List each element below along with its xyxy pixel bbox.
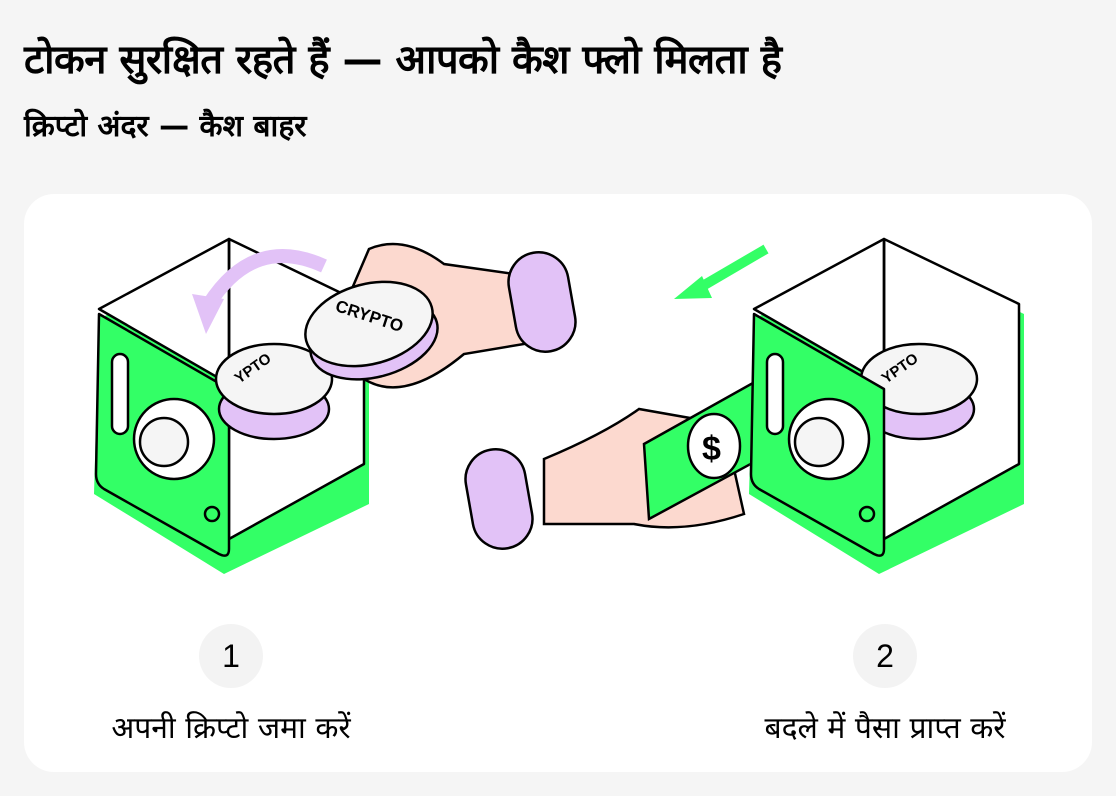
crypto-to-cash-illustration: YPTO CRYPTO $ xyxy=(94,237,1024,574)
step-number-badge: 2 xyxy=(853,624,917,688)
step-1: 1 अपनी क्रिप्टो जमा करें xyxy=(51,624,411,747)
illustration-card: YPTO CRYPTO $ xyxy=(24,194,1092,772)
step-number-badge: 1 xyxy=(199,624,263,688)
step-label: बदले में पैसा प्राप्त करें xyxy=(764,711,1006,746)
step-2: 2 बदले में पैसा प्राप्त करें xyxy=(705,624,1065,747)
page-subtitle: क्रिप्टो अंदर — कैश बाहर xyxy=(24,109,307,144)
safe-left-icon: YPTO xyxy=(94,237,369,574)
svg-text:$: $ xyxy=(702,430,721,468)
page-title: टोकन सुरक्षित रहते हैं — आपको कैश फ्लो म… xyxy=(24,37,782,83)
step-label: अपनी क्रिप्टो जमा करें xyxy=(111,711,351,746)
safe-right-icon: YPTO xyxy=(749,237,1024,574)
